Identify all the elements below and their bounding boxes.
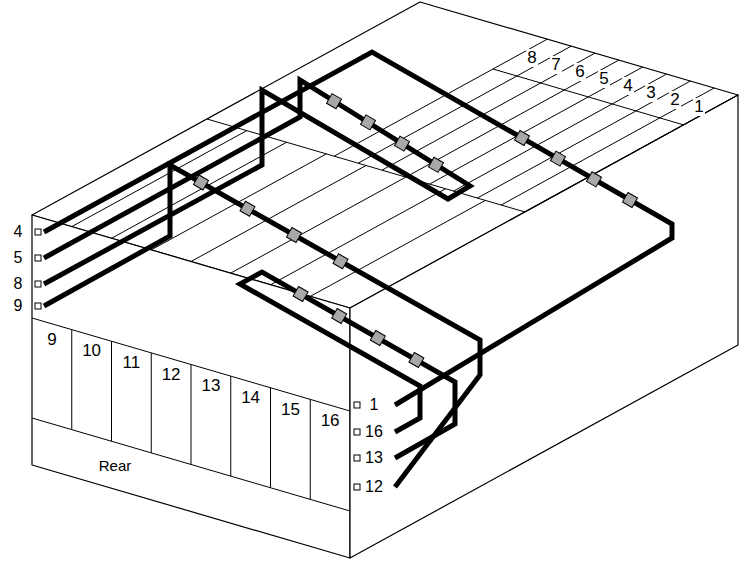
slot-number: 1 — [693, 98, 704, 116]
port-number: 12 — [364, 479, 384, 496]
cable-connectors — [193, 94, 637, 368]
slot-number: 5 — [598, 70, 609, 88]
slot-number: 9 — [46, 331, 57, 349]
side-face — [350, 95, 738, 558]
slot-number: 2 — [669, 91, 680, 109]
slot-dividers — [32, 39, 738, 511]
port-number: 1 — [369, 397, 380, 414]
port-number: 5 — [13, 250, 24, 267]
slot-number: 3 — [645, 84, 656, 102]
slot-number: 16 — [320, 412, 341, 430]
slot-number: 8 — [526, 49, 537, 67]
slot-number: 11 — [122, 354, 142, 372]
port-number: 8 — [13, 276, 24, 293]
slot-number: 4 — [622, 77, 633, 95]
slot-number: 7 — [550, 56, 561, 74]
port-sockets — [35, 229, 360, 490]
slot-number: 10 — [81, 342, 102, 360]
view-label: Rear — [98, 458, 133, 474]
slot-number: 14 — [240, 389, 261, 407]
cables — [44, 52, 672, 487]
port-number: 4 — [13, 224, 24, 241]
port-number: 13 — [364, 450, 384, 467]
port-number: 9 — [13, 298, 24, 315]
slot-number: 13 — [200, 377, 221, 395]
slot-number: 15 — [280, 401, 301, 419]
slot-number: 12 — [161, 366, 182, 384]
slot-number: 6 — [574, 63, 585, 81]
port-number: 16 — [364, 424, 384, 441]
